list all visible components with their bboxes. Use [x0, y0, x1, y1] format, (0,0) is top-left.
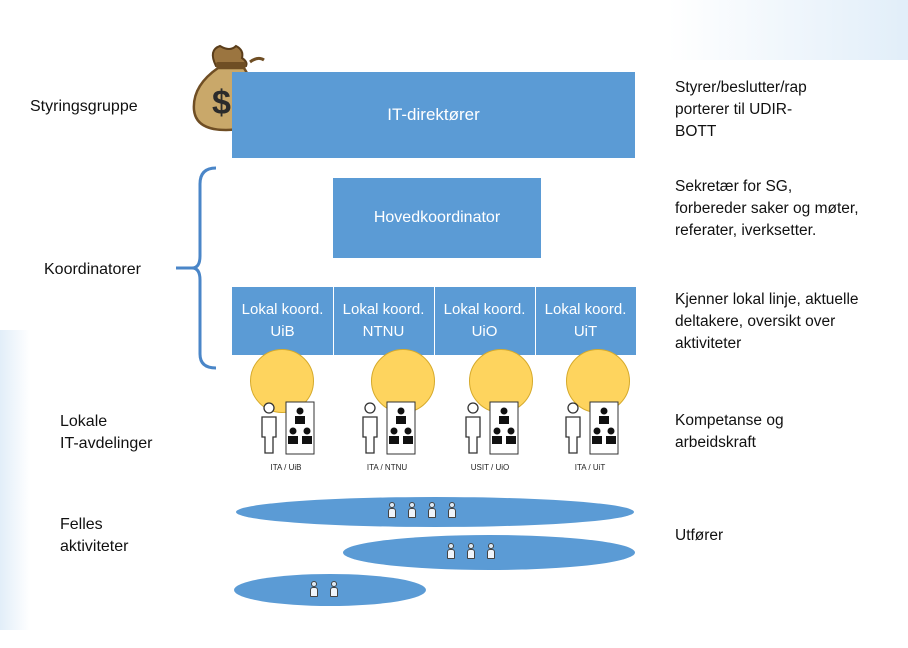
- person-icon: [408, 502, 416, 518]
- label-it-avdelinger: IT-avdelinger: [60, 435, 153, 452]
- label-styringsgruppe: Styringsgruppe: [30, 98, 138, 115]
- description-styring: Styrer/beslutter/rap porterer til UDIR- …: [675, 77, 807, 143]
- department-caption: ITA / NTNU: [366, 463, 408, 472]
- description-lokal: Kjenner lokal linje, aktuelle deltakere,…: [675, 289, 859, 355]
- koordinatorer-bracket: [176, 166, 217, 370]
- department-caption: ITA / UiT: [574, 463, 606, 472]
- people-group-icon: [465, 401, 519, 455]
- people-group-icon: [362, 401, 416, 455]
- description-line: deltakere, oversikt over: [675, 313, 836, 330]
- box-divider: [434, 287, 435, 355]
- description-hovedkoordinator: Sekretær for SG, forbereder saker og møt…: [675, 176, 859, 242]
- description-line: Sekretær for SG,: [675, 178, 793, 195]
- label-koordinatorer: Koordinatorer: [44, 261, 141, 278]
- description-felles: Utfører: [675, 525, 723, 547]
- description-line: Kjenner lokal linje, aktuelle: [675, 291, 859, 308]
- box-divider: [333, 287, 334, 355]
- person-icon: [428, 502, 436, 518]
- people-group-icon: [565, 401, 619, 455]
- background-gradient-left: [0, 330, 30, 630]
- people-row: [447, 543, 507, 559]
- description-line: forbereder saker og møter,: [675, 200, 859, 217]
- lokal-koord-uio-box: Lokal koord. UiO: [434, 287, 535, 355]
- description-line: Kompetanse og: [675, 412, 784, 429]
- person-icon: [447, 543, 455, 559]
- lokal-koord-uni: NTNU: [362, 323, 405, 340]
- it-direktorer-label: IT-direktører: [387, 105, 480, 124]
- lokal-koord-uib-box: Lokal koord. UiB: [232, 287, 333, 355]
- people-row: [310, 581, 350, 597]
- description-avdeling: Kompetanse og arbeidskraft: [675, 410, 784, 454]
- person-icon: [487, 543, 495, 559]
- department-caption: ITA / UiB: [270, 463, 302, 472]
- svg-text:$: $: [212, 84, 231, 122]
- people-row: [388, 502, 468, 518]
- person-icon: [310, 581, 318, 597]
- label-felles: Felles: [60, 516, 103, 533]
- lokal-koord-uit-box: Lokal koord. UiT: [535, 287, 636, 355]
- description-line: Utfører: [675, 527, 724, 544]
- label-lokale: Lokale: [60, 413, 108, 430]
- lokal-koord-label: Lokal koord.: [342, 301, 425, 318]
- description-line: BOTT: [675, 123, 717, 140]
- description-line: referater, iverksetter.: [675, 222, 817, 239]
- person-icon: [388, 502, 396, 518]
- lokal-koord-label: Lokal koord.: [544, 301, 627, 318]
- lokal-koord-label: Lokal koord.: [241, 301, 324, 318]
- label-aktiviteter: aktiviteter: [60, 538, 129, 555]
- lokal-koord-uni: UiB: [270, 323, 295, 340]
- box-divider: [535, 287, 536, 355]
- description-line: arbeidskraft: [675, 434, 756, 451]
- description-line: Styrer/beslutter/rap: [675, 79, 807, 96]
- background-gradient-top: [668, 0, 908, 60]
- department-caption: USIT / UiO: [470, 463, 510, 472]
- person-icon: [330, 581, 338, 597]
- lokal-koord-uni: UiO: [471, 323, 498, 340]
- hovedkoordinator-label: Hovedkoordinator: [373, 209, 501, 226]
- lokal-koord-label: Lokal koord.: [443, 301, 526, 318]
- person-icon: [448, 502, 456, 518]
- lokal-koord-ntnu-box: Lokal koord. NTNU: [333, 287, 434, 355]
- description-line: aktiviteter: [675, 335, 742, 352]
- lokal-koord-uni: UiT: [573, 323, 598, 340]
- it-direktorer-box: IT-direktører: [232, 72, 635, 158]
- hovedkoordinator-box: Hovedkoordinator: [333, 178, 541, 258]
- person-icon: [467, 543, 475, 559]
- people-group-icon: [261, 401, 315, 455]
- description-line: porterer til UDIR-: [675, 101, 793, 118]
